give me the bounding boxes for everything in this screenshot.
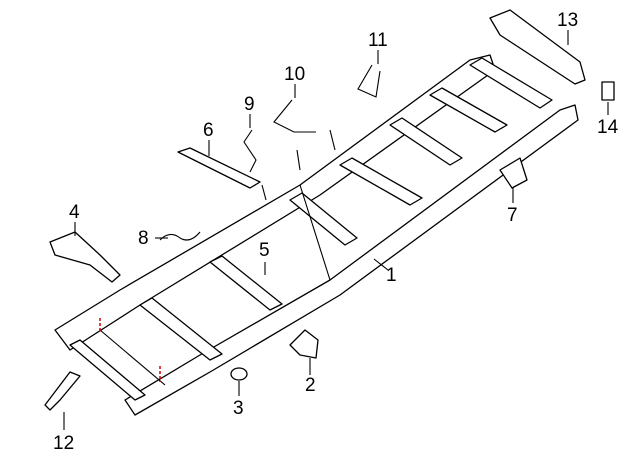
callout-7[interactable]: 7 — [507, 205, 518, 226]
part-10-hanger[interactable] — [273, 99, 316, 133]
callout-12[interactable]: 12 — [53, 433, 75, 454]
part-14-bolt[interactable] — [601, 81, 615, 101]
callout-10[interactable]: 10 — [284, 64, 306, 85]
part-13-shaft[interactable] — [489, 9, 586, 85]
callout-5[interactable]: 5 — [259, 240, 270, 261]
callout-11[interactable]: 11 — [368, 30, 388, 51]
part-7-bracket[interactable] — [499, 157, 528, 189]
part-4-bracket[interactable] — [49, 231, 121, 283]
part-12-hook[interactable] — [44, 371, 81, 411]
callout-3[interactable]: 3 — [233, 398, 244, 419]
leader-lines — [63, 30, 609, 430]
callout-4[interactable]: 4 — [69, 202, 80, 223]
callout-13[interactable]: 13 — [557, 10, 579, 31]
part-6-plate[interactable] — [177, 147, 261, 189]
part-2-bracket[interactable] — [289, 329, 319, 359]
callout-2[interactable]: 2 — [305, 375, 316, 396]
part-9-hanger[interactable] — [243, 129, 257, 173]
callout-9[interactable]: 9 — [244, 94, 255, 115]
part-11-hanger[interactable] — [357, 64, 381, 98]
callout-14[interactable]: 14 — [597, 117, 619, 138]
callout-8[interactable]: 8 — [138, 228, 149, 249]
part-3-plug[interactable] — [230, 367, 248, 381]
callout-6[interactable]: 6 — [203, 120, 214, 141]
frame-assembly[interactable] — [54, 54, 579, 416]
part-8-clip[interactable] — [159, 231, 201, 241]
callout-1[interactable]: 1 — [386, 265, 397, 286]
